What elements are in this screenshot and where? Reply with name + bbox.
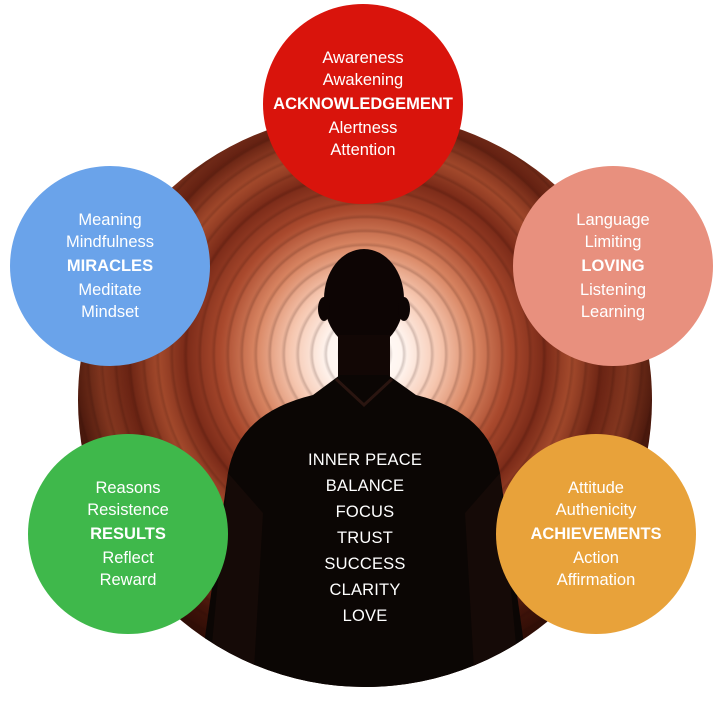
circle-achievements-title: ACHIEVEMENTS: [530, 525, 662, 543]
circle-m-item-5: Mindset: [81, 303, 139, 321]
circle-l-item-2: Limiting: [584, 233, 642, 251]
center-item-trust: TRUST: [337, 529, 393, 547]
circle-m-item-1: Meaning: [78, 211, 142, 229]
circle-achievements-item-2: Authenicity: [555, 501, 637, 519]
circle-r-item-2: Resistence: [87, 501, 169, 519]
circle-achievements: Attitude Authenicity ACHIEVEMENTS Action…: [496, 434, 696, 634]
circle-r-item-5: Reward: [99, 571, 157, 589]
circle-achievements-item-4: Action: [573, 549, 619, 567]
circle-l-item-5: Learning: [580, 303, 646, 321]
circle-m-item-4: Meditate: [78, 281, 142, 299]
circle-a-item-4: Alertness: [328, 119, 398, 137]
center-item-success: SUCCESS: [324, 555, 406, 573]
circle-a-title: ACKNOWLEDGEMENT: [273, 95, 453, 113]
circle-achievements-item-5: Affirmation: [556, 571, 636, 589]
circle-r: Reasons Resistence RESULTS Reflect Rewar…: [28, 434, 228, 634]
center-item-balance: BALANCE: [325, 477, 405, 495]
circle-m: Meaning Mindfulness MIRACLES Meditate Mi…: [10, 166, 210, 366]
circle-l-title: LOVING: [581, 257, 645, 275]
circle-m-item-2: Mindfulness: [65, 233, 155, 251]
circle-achievements-item-1: Attitude: [568, 479, 624, 497]
circle-l: Language Limiting LOVING Listening Learn…: [513, 166, 713, 366]
circle-a-item-2: Awakening: [322, 71, 404, 89]
circle-l-item-4: Listening: [579, 281, 647, 299]
center-item-clarity: CLARITY: [329, 581, 401, 599]
person-silhouette: [198, 249, 530, 687]
circle-m-title: MIRACLES: [66, 257, 154, 275]
circle-l-item-1: Language: [576, 211, 650, 229]
circle-a-item-1: Awareness: [322, 49, 404, 67]
center-values-list: INNER PEACE BALANCE FOCUS TRUST SUCCESS …: [272, 447, 458, 629]
circle-r-item-4: Reflect: [102, 549, 154, 567]
center-item-love: LOVE: [342, 607, 388, 625]
circle-a-item-5: Attention: [330, 141, 396, 159]
circle-r-title: RESULTS: [90, 525, 166, 543]
circle-r-item-1: Reasons: [95, 479, 161, 497]
circle-a: Awareness Awakening ACKNOWLEDGEMENT Aler…: [263, 4, 463, 204]
center-item-inner-peace: INNER PEACE: [307, 451, 423, 469]
center-item-focus: FOCUS: [335, 503, 395, 521]
